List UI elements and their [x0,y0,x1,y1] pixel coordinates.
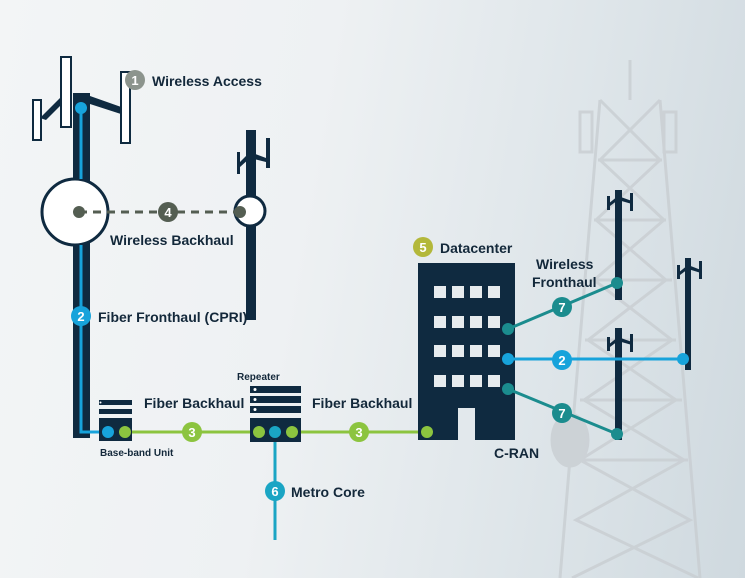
svg-text:3: 3 [188,425,195,440]
svg-text:1: 1 [131,73,138,88]
label-wireless-fronthaul-line1: Wireless [536,256,594,272]
datacenter-window [470,345,482,357]
remote-radio-towers [607,190,702,440]
datacenter-window [434,286,446,298]
svg-text:3: 3 [355,425,362,440]
label-wireless-access: Wireless Access [152,73,262,89]
label-baseband-unit: Base-band Unit [100,448,174,459]
backhaul-node [73,206,85,218]
backhaul-node [234,206,246,218]
link-node [677,353,689,365]
bbu-fiber-port [102,426,114,438]
link-node [502,383,514,395]
datacenter-window [470,375,482,387]
badge-wireless-backhaul: 4 [158,202,178,222]
datacenter-window [488,375,500,387]
repeater-port-out [286,426,298,438]
label-wireless-fronthaul-line2: Fronthaul [532,274,597,290]
label-repeater: Repeater [237,372,280,383]
repeater-port-in [253,426,265,438]
datacenter-window [452,286,464,298]
datacenter-window [470,286,482,298]
label-fiber-backhaul-right: Fiber Backhaul [312,395,412,411]
label-metro-core: Metro Core [291,484,365,500]
badge-metro-core: 6 [265,481,285,501]
badge-wireless-access: 1 [125,70,145,90]
label-cran: C-RAN [494,445,539,461]
bbu-backhaul-port [119,426,131,438]
badge-fiber-fronthaul: 2 [71,306,91,326]
datacenter-window [434,316,446,328]
datacenter-window [488,345,500,357]
datacenter-window [452,345,464,357]
label-wireless-backhaul: Wireless Backhaul [110,232,234,248]
badge-fiber-backhaul-right: 3 [349,422,369,442]
datacenter-backhaul-port [421,426,433,438]
datacenter-window [452,375,464,387]
label-datacenter: Datacenter [440,240,513,256]
link-node [502,323,514,335]
badge-wireless-fronthaul-top: 7 [552,297,572,317]
repeater-port-metro [269,426,281,438]
svg-text:6: 6 [271,484,278,499]
svg-text:5: 5 [419,240,426,255]
link-node [502,353,514,365]
svg-text:7: 7 [558,300,565,315]
svg-text:4: 4 [164,205,172,220]
background-tower [550,60,702,578]
datacenter-window [488,316,500,328]
badge-datacenter: 5 [413,237,433,257]
badge-wireless-fronthaul-bottom: 7 [552,403,572,423]
label-fiber-backhaul-left: Fiber Backhaul [144,395,244,411]
label-fiber-fronthaul: Fiber Fronthaul (CPRI) [98,309,247,325]
datacenter-window [488,286,500,298]
svg-text:2: 2 [77,309,84,324]
backhaul-tower [233,130,270,320]
link-node [611,277,623,289]
datacenter-building [418,263,515,440]
link-node [611,428,623,440]
svg-text:2: 2 [558,353,565,368]
datacenter-window [434,375,446,387]
antenna-node [75,102,87,114]
datacenter-window [434,345,446,357]
badge-fiber-backhaul-left: 3 [182,422,202,442]
svg-text:7: 7 [558,406,565,421]
badge-cran-fiber: 2 [552,350,572,370]
datacenter-window [470,316,482,328]
datacenter-window [452,316,464,328]
